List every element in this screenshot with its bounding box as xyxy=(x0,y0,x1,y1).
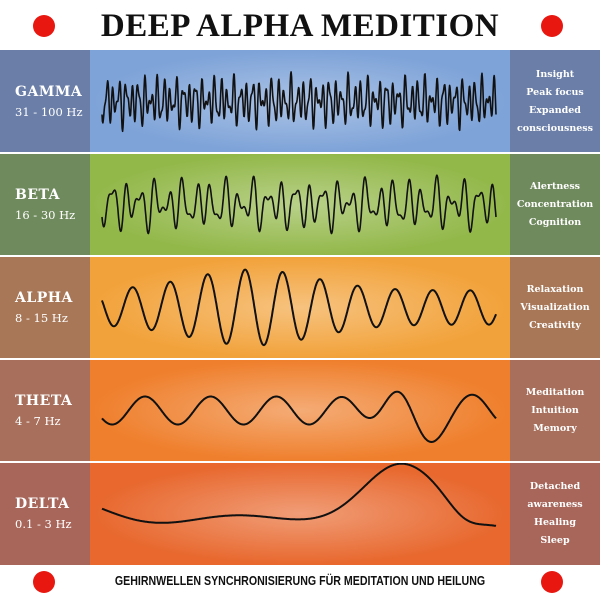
band-label-panel-gamma: GAMMA 31 - 100 Hz xyxy=(0,50,90,153)
footer-caption: GEHIRNWELLEN SYNCHRONISIERUNG FÜR MEDITA… xyxy=(114,574,486,588)
band-effect: Concentration xyxy=(516,198,594,210)
wave-line-gamma xyxy=(101,71,497,133)
band-name: BETA xyxy=(15,187,61,203)
band-wave-panel-theta xyxy=(90,359,510,462)
band-divider xyxy=(0,358,600,360)
band-effect: Intuition xyxy=(531,404,579,416)
band-divider xyxy=(0,255,600,257)
bottom-right-dot xyxy=(541,571,563,593)
band-label-panel-beta: BETA 16 - 30 Hz xyxy=(0,153,90,256)
brainwave-graph-theta xyxy=(101,390,497,443)
brainwave-graph-delta xyxy=(101,462,497,527)
band-effect: Visualization xyxy=(520,301,590,313)
band-effect: Memory xyxy=(533,422,577,434)
band-frequency-range: 4 - 7 Hz xyxy=(15,414,61,428)
brainwave-graph-beta xyxy=(101,174,497,235)
band-effect: Detached xyxy=(529,480,581,492)
brainwave-graph-gamma xyxy=(101,71,497,133)
wave-line-theta xyxy=(101,390,497,443)
band-frequency-range: 31 - 100 Hz xyxy=(15,105,83,119)
bottom-left-dot xyxy=(33,571,55,593)
band-effect: Peak focus xyxy=(526,86,584,98)
top-right-dot xyxy=(541,15,563,37)
band-divider xyxy=(0,461,600,463)
band-effect: Meditation xyxy=(525,386,585,398)
band-effect: Alertness xyxy=(529,180,581,192)
band-effect: consciousness xyxy=(516,122,593,134)
wave-line-delta xyxy=(101,462,497,527)
band-label-panel-delta: DELTA 0.1 - 3 Hz xyxy=(0,462,90,565)
wave-line-alpha xyxy=(101,268,497,347)
band-frequency-range: 8 - 15 Hz xyxy=(15,311,68,325)
band-effect: awareness xyxy=(527,498,583,510)
band-frequency-range: 16 - 30 Hz xyxy=(15,208,76,222)
brainwave-graph-alpha xyxy=(101,268,497,347)
page-title: DEEP ALPHA MEDITION xyxy=(100,8,500,44)
band-name: GAMMA xyxy=(15,84,83,100)
band-effect: Healing xyxy=(534,516,576,528)
wave-line-beta xyxy=(101,174,497,235)
band-effect: Creativity xyxy=(529,319,581,331)
band-wave-panel-alpha xyxy=(90,256,510,359)
band-wave-panel-delta xyxy=(90,462,510,565)
band-effect: Insight xyxy=(535,68,575,80)
band-effect: Relaxation xyxy=(526,283,584,295)
band-label-panel-theta: THETA 4 - 7 Hz xyxy=(0,359,90,462)
band-wave-panel-beta xyxy=(90,153,510,256)
band-divider xyxy=(0,152,600,154)
band-name: ALPHA xyxy=(15,290,73,306)
top-left-dot xyxy=(33,15,55,37)
band-effect: Sleep xyxy=(540,534,570,546)
band-effect: Cognition xyxy=(528,216,582,228)
band-wave-panel-gamma xyxy=(90,50,510,153)
band-name: DELTA xyxy=(15,496,70,512)
band-frequency-range: 0.1 - 3 Hz xyxy=(15,517,72,531)
band-label-panel-alpha: ALPHA 8 - 15 Hz xyxy=(0,256,90,359)
band-effect: Expanded xyxy=(529,104,581,116)
band-name: THETA xyxy=(15,393,73,409)
